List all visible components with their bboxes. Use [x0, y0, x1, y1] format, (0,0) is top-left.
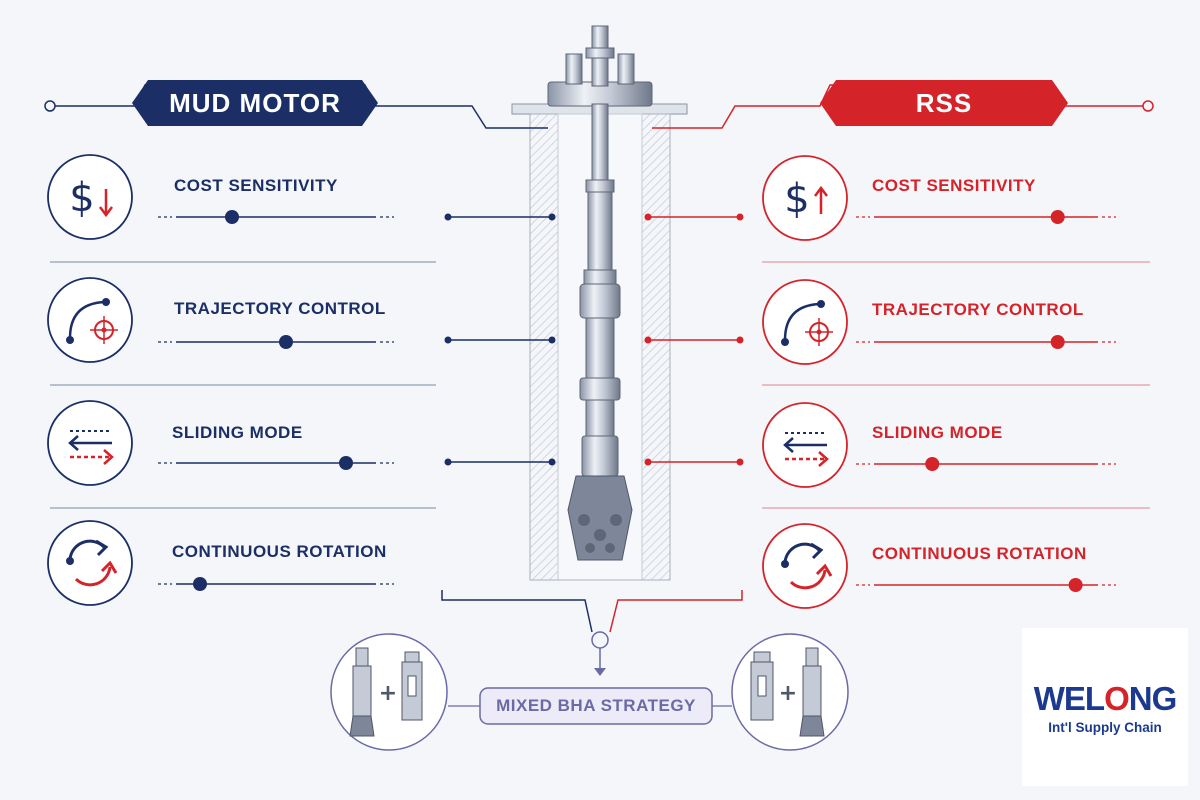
mud-motor-slider-cost: [158, 210, 394, 224]
mud-motor-label-trajectory: TRAJECTORY CONTROL: [174, 299, 386, 318]
welong-logo: WELONG Int'l Supply Chain: [1022, 628, 1188, 786]
bha-tools-icon: +: [330, 633, 448, 751]
mud-motor-slider-trajectory-knob: [279, 335, 293, 349]
rss-dollar-up-icon: $: [762, 155, 848, 241]
mud-motor-dollar-down-icon: $: [47, 154, 133, 240]
rss-rotation-arrows-icon: [762, 523, 848, 609]
rss-slider-trajectory: [856, 335, 1116, 349]
mud-motor-slider-rotation-knob: [193, 577, 207, 591]
mud-motor-slider-rotation: [158, 577, 394, 591]
rss-slider-sliding-knob: [925, 457, 940, 471]
mud-motor-slider-sliding: [158, 456, 394, 470]
mud-motor-sliding-arrows-icon: [47, 400, 133, 486]
mud-motor-label-cost: COST SENSITIVITY: [174, 176, 338, 195]
rss-label-sliding: SLIDING MODE: [872, 423, 1003, 442]
mud-motor-label-sliding: SLIDING MODE: [172, 423, 303, 442]
rss-slider-trajectory-knob: [1050, 335, 1065, 349]
rss-trajectory-target-icon: [762, 279, 848, 365]
rss-label-cost: COST SENSITIVITY: [872, 176, 1036, 195]
svg-text:+: +: [779, 681, 797, 706]
rss-sliding-arrows-icon: [762, 402, 848, 488]
mud-motor-label-rotation: CONTINUOUS ROTATION: [172, 542, 387, 561]
svg-text:+: +: [379, 681, 397, 706]
mud-motor-trajectory-target-icon: [47, 277, 133, 363]
mixed-bha-box: [479, 687, 713, 725]
mixed-bha-label: MIXED BHA STRATEGY: [496, 696, 696, 715]
merge-connector: [441, 590, 743, 707]
rss-banner: [652, 80, 1154, 129]
logo-wordmark: WELONG: [1033, 680, 1177, 717]
mud-motor-banner: [44, 80, 548, 129]
mud-motor-title: MUD MOTOR: [169, 88, 341, 118]
rss-slider-cost-knob: [1050, 210, 1065, 224]
row-separators: [50, 261, 1150, 509]
mud-motor-rotation-arrows-icon: [47, 520, 133, 606]
svg-text:$: $: [69, 175, 94, 221]
comparison-rows: $$: [47, 154, 1116, 609]
svg-text:$: $: [784, 176, 809, 222]
rss-title: RSS: [915, 88, 973, 118]
wellbore-tool-illustration: [511, 25, 688, 581]
mud-motor-slider-cost-knob: [225, 210, 239, 224]
rss-label-trajectory: TRAJECTORY CONTROL: [872, 300, 1084, 319]
rss-slider-rotation-knob: [1068, 578, 1083, 592]
rss-slider-cost: [856, 210, 1116, 224]
logo-subtitle: Int'l Supply Chain: [1048, 720, 1162, 735]
rss-label-rotation: CONTINUOUS ROTATION: [872, 544, 1087, 563]
bha-tools-icon-right: +: [731, 633, 849, 751]
rss-slider-sliding: [856, 457, 1116, 471]
mud-motor-slider-sliding-knob: [339, 456, 353, 470]
rss-slider-rotation: [856, 578, 1116, 592]
mud-motor-slider-trajectory: [158, 335, 394, 349]
center-connectors: [444, 213, 744, 466]
